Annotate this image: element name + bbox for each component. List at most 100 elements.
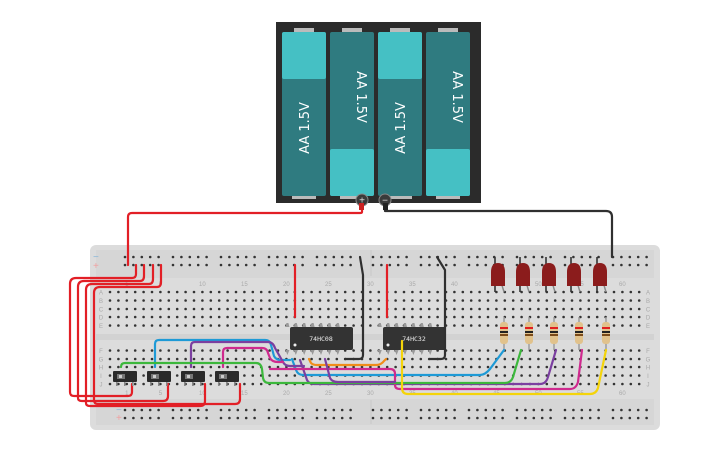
rail-hole[interactable] xyxy=(340,416,344,420)
breadboard-hole[interactable] xyxy=(587,349,591,352)
breadboard-hole[interactable] xyxy=(285,315,288,319)
breadboard-hole[interactable] xyxy=(301,290,305,294)
breadboard-hole[interactable] xyxy=(243,365,246,369)
chip1-gnd-wire[interactable] xyxy=(343,255,365,361)
breadboard-hole[interactable] xyxy=(142,382,145,386)
breadboard-hole[interactable] xyxy=(612,315,616,319)
rail-hole[interactable] xyxy=(253,416,256,420)
rail-hole[interactable] xyxy=(219,416,223,420)
breadboard-hole[interactable] xyxy=(528,365,532,369)
breadboard-hole[interactable] xyxy=(217,299,221,302)
breadboard-hole[interactable] xyxy=(217,315,221,319)
rail-hole[interactable] xyxy=(140,255,144,259)
breadboard-hole[interactable] xyxy=(175,315,179,319)
breadboard-hole[interactable] xyxy=(453,315,456,319)
breadboard-hole[interactable] xyxy=(436,290,439,294)
breadboard-hole[interactable] xyxy=(276,324,280,327)
rail-hole[interactable] xyxy=(301,416,304,420)
rail-hole[interactable] xyxy=(315,263,319,267)
rail-hole[interactable] xyxy=(380,263,383,267)
breadboard-hole[interactable] xyxy=(108,365,112,369)
breadboard-hole[interactable] xyxy=(251,349,255,352)
rail-hole[interactable] xyxy=(284,263,288,267)
breadboard-hole[interactable] xyxy=(637,299,641,302)
breadboard-hole[interactable] xyxy=(217,290,221,294)
power-wire-3[interactable] xyxy=(84,263,207,408)
rail-hole[interactable] xyxy=(436,408,440,412)
breadboard-hole[interactable] xyxy=(621,365,624,369)
breadboard-hole[interactable] xyxy=(436,307,439,311)
rail-hole[interactable] xyxy=(148,255,152,259)
breadboard-hole[interactable] xyxy=(503,374,507,377)
purple-short-wire[interactable] xyxy=(323,357,397,384)
breadboard-hole[interactable] xyxy=(486,315,490,319)
breadboard-hole[interactable] xyxy=(108,374,112,377)
rail-hole[interactable] xyxy=(419,255,423,259)
chip-74hc08[interactable]: 74HC08 xyxy=(285,323,353,355)
breadboard-hole[interactable] xyxy=(243,382,246,386)
breadboard-hole[interactable] xyxy=(335,307,339,311)
breadboard-hole[interactable] xyxy=(226,349,229,352)
breadboard-hole[interactable] xyxy=(495,324,498,327)
breadboard-hole[interactable] xyxy=(175,374,179,377)
breadboard-hole[interactable] xyxy=(595,324,599,327)
rail-hole[interactable] xyxy=(371,408,375,412)
breadboard-hole[interactable] xyxy=(234,315,238,319)
rail-hole[interactable] xyxy=(171,416,175,420)
breadboard-hole[interactable] xyxy=(604,299,607,302)
rail-hole[interactable] xyxy=(196,255,200,259)
breadboard-hole[interactable] xyxy=(259,307,263,311)
rail-hole[interactable] xyxy=(349,263,352,267)
led[interactable] xyxy=(542,257,556,293)
breadboard-hole[interactable] xyxy=(595,307,599,311)
rail-hole[interactable] xyxy=(532,255,536,259)
breadboard-hole[interactable] xyxy=(528,357,532,361)
breadboard-hole[interactable] xyxy=(133,365,137,369)
rail-hole[interactable] xyxy=(340,263,344,267)
breadboard-hole[interactable] xyxy=(461,299,465,302)
breadboard-hole[interactable] xyxy=(461,324,465,327)
breadboard-hole[interactable] xyxy=(150,299,154,302)
breadboard-hole[interactable] xyxy=(486,307,490,311)
rail-hole[interactable] xyxy=(580,416,584,420)
rail-hole[interactable] xyxy=(428,408,431,412)
breadboard-hole[interactable] xyxy=(553,382,557,386)
rail-hole[interactable] xyxy=(349,408,352,412)
breadboard-hole[interactable] xyxy=(537,324,540,327)
rail-hole[interactable] xyxy=(620,255,623,259)
breadboard-hole[interactable] xyxy=(243,299,246,302)
breadboard-hole[interactable] xyxy=(629,307,633,311)
slide-switch[interactable] xyxy=(147,371,171,386)
rail-hole[interactable] xyxy=(444,416,448,420)
breadboard-hole[interactable] xyxy=(201,324,204,327)
rail-hole[interactable] xyxy=(588,255,592,259)
rail-hole[interactable] xyxy=(244,263,248,267)
breadboard-hole[interactable] xyxy=(503,357,507,361)
rail-hole[interactable] xyxy=(419,408,423,412)
breadboard-hole[interactable] xyxy=(427,365,431,369)
breadboard-hole[interactable] xyxy=(251,315,255,319)
rail-hole[interactable] xyxy=(123,255,127,259)
breadboard-hole[interactable] xyxy=(537,357,540,361)
breadboard-hole[interactable] xyxy=(226,307,229,311)
breadboard-hole[interactable] xyxy=(243,307,246,311)
breadboard-hole[interactable] xyxy=(318,299,322,302)
rail-hole[interactable] xyxy=(157,263,160,267)
breadboard-hole[interactable] xyxy=(637,374,641,377)
breadboard-hole[interactable] xyxy=(587,365,591,369)
breadboard-hole[interactable] xyxy=(268,374,271,377)
rail-hole[interactable] xyxy=(236,255,240,259)
slide-switch[interactable] xyxy=(215,371,239,386)
breadboard-hole[interactable] xyxy=(511,365,515,369)
breadboard-hole[interactable] xyxy=(251,374,255,377)
breadboard-hole[interactable] xyxy=(184,290,187,294)
breadboard-hole[interactable] xyxy=(276,365,280,369)
breadboard-hole[interactable] xyxy=(276,374,280,377)
power-wire-2[interactable] xyxy=(76,263,170,403)
rail-hole[interactable] xyxy=(453,408,456,412)
breadboard-hole[interactable] xyxy=(192,290,196,294)
breadboard-hole[interactable] xyxy=(327,357,330,361)
breadboard-hole[interactable] xyxy=(125,307,129,311)
breadboard-hole[interactable] xyxy=(369,315,372,319)
breadboard-hole[interactable] xyxy=(117,349,120,352)
